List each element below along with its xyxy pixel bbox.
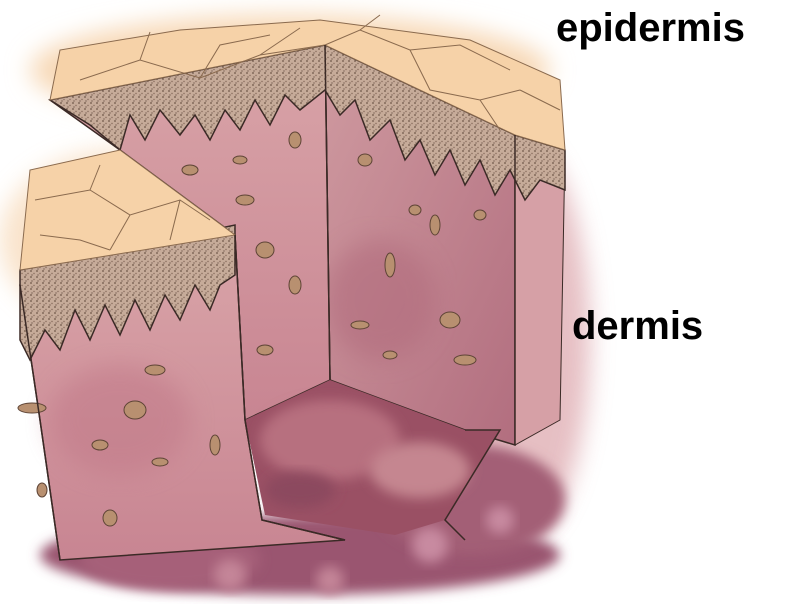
epidermis-label: epidermis <box>556 8 745 48</box>
dermis-label: dermis <box>572 306 703 346</box>
